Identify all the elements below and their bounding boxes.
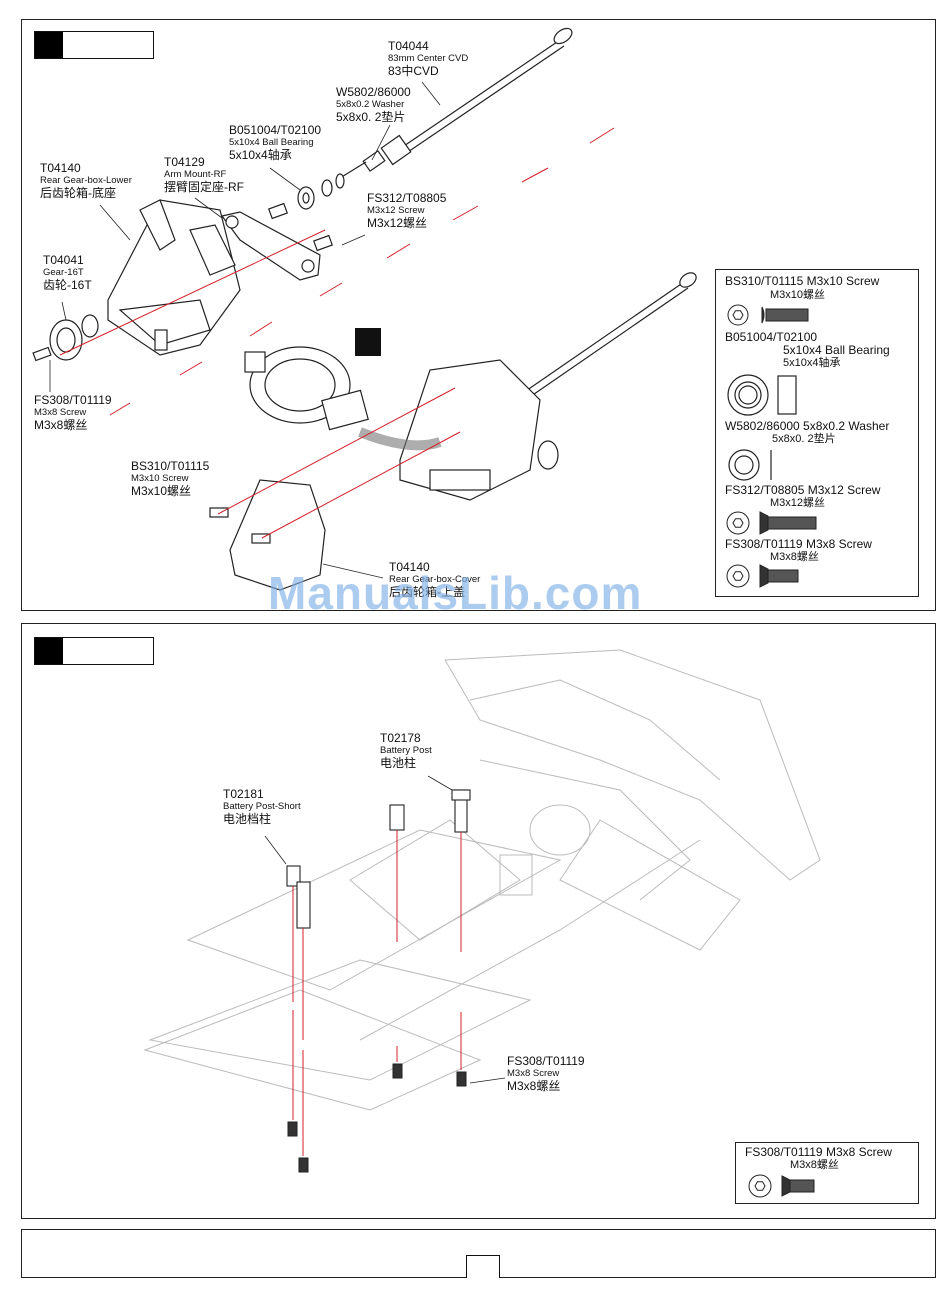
parts-b051004-cn: 5x10x4轴承 xyxy=(783,357,841,369)
screw-m3x10-code: BS310/T01115 xyxy=(131,459,210,473)
label-screw-m3x12: FS312/T08805 M3x12 Screw M3x12螺丝 xyxy=(367,191,447,231)
step2-screw-m3x8-desc: M3x8 Screw xyxy=(507,1067,560,1079)
screw-illustrations xyxy=(287,1063,467,1173)
chassis-outline-faded xyxy=(143,649,821,1111)
step2-parts-icons xyxy=(748,1174,815,1198)
gearbox-cover-desc: Rear Gear-box-Cover xyxy=(389,573,481,585)
label-arm-mount: T04129 Arm Mount-RF 摆臂固定座-RF xyxy=(164,155,244,195)
washer-cn: 5x8x0. 2垫片 xyxy=(336,109,406,124)
parts-b051004-desc: 5x10x4 Ball Bearing xyxy=(783,343,890,357)
gear-code: T04041 xyxy=(43,253,84,267)
battery-post-cn: 电池柱 xyxy=(380,755,417,770)
bearing-icon xyxy=(727,374,797,416)
washer-bearing-illustration xyxy=(268,173,345,252)
step-2-leader-lines xyxy=(264,775,506,1084)
gearbox-lower-desc: Rear Gear-box-Lower xyxy=(40,174,132,186)
m3x10-screw-icon xyxy=(727,304,809,326)
screw-m3x8-code: FS308/T01119 xyxy=(34,393,112,407)
assembled-gearbox-illustration xyxy=(399,272,697,501)
battery-post-illustrations xyxy=(286,789,471,929)
bearing-cn: 5x10x4轴承 xyxy=(229,147,292,162)
guide-lines xyxy=(59,127,615,539)
gear-cn: 齿轮-16T xyxy=(43,277,92,292)
label-gearbox-cover: T04140 Rear Gear-box-Cover 后齿轮箱-上盖 xyxy=(389,560,481,600)
arm-mount-illustration xyxy=(220,211,321,281)
step-2-panel xyxy=(21,623,936,1219)
gearbox-lower-code: T04140 xyxy=(40,161,81,175)
label-gearbox-lower: T04140 Rear Gear-box-Lower 后齿轮箱-底座 xyxy=(40,161,132,201)
parts-fs312-cn: M3x12螺丝 xyxy=(770,497,826,509)
leader-lines xyxy=(49,81,441,579)
center-cvd-cn: 83中CVD xyxy=(388,63,439,78)
screw-m3x12-cn: M3x12螺丝 xyxy=(367,215,428,230)
label-step2-screw-m3x8: FS308/T01119 M3x8 Screw M3x8螺丝 xyxy=(507,1054,585,1094)
label-center-cvd: T04044 83mm Center CVD 83中CVD xyxy=(388,39,469,79)
battery-post-short-code: T02181 xyxy=(223,787,264,801)
screw-m3x10-cn: M3x10螺丝 xyxy=(131,483,192,498)
screw-m3x12-desc: M3x12 Screw xyxy=(367,204,425,216)
arm-mount-code: T04129 xyxy=(164,155,205,169)
screw-m3x8-desc: M3x8 Screw xyxy=(34,406,87,418)
gearbox-cover-illustration xyxy=(209,479,326,591)
step-2-parts-box: FS308/T01119 M3x8 Screw M3x8螺丝 xyxy=(735,1142,919,1204)
step-1-number-box xyxy=(34,31,154,59)
label-battery-post-short: T02181 Battery Post-Short 电池档柱 xyxy=(223,787,301,827)
label-screw-m3x8: FS308/T01119 M3x8 Screw M3x8螺丝 xyxy=(34,393,112,433)
parts-bs310-title: BS310/T01115 M3x10 Screw xyxy=(725,274,880,288)
center-cvd-illustration xyxy=(339,27,573,179)
glue-icon xyxy=(355,328,381,356)
gearbox-cover-cn: 后齿轮箱-上盖 xyxy=(389,584,465,599)
label-battery-post: T02178 Battery Post 电池柱 xyxy=(380,731,432,771)
parts-fs308-title: FS308/T01119 M3x8 Screw xyxy=(725,537,872,551)
m3x8-screw-icon xyxy=(748,1174,815,1198)
label-gear: T04041 Gear-16T 齿轮-16T xyxy=(43,253,92,293)
label-washer: W5802/86000 5x8x0.2 Washer 5x8x0. 2垫片 xyxy=(336,85,411,125)
bearing-desc: 5x10x4 Ball Bearing xyxy=(229,136,314,148)
m3x12-screw-icon xyxy=(726,511,817,535)
washer-desc: 5x8x0.2 Washer xyxy=(336,98,405,110)
arm-mount-cn: 摆臂固定座-RF xyxy=(164,179,244,194)
parts-fs312-title: FS312/T08805 M3x12 Screw xyxy=(725,483,881,497)
parts-w5802-cn: 5x8x0. 2垫片 xyxy=(772,433,836,445)
m3x8-screw-icon xyxy=(726,564,799,588)
label-bearing: B051004/T02100 5x10x4 Ball Bearing 5x10x… xyxy=(229,123,322,163)
battery-post-desc: Battery Post xyxy=(380,744,432,756)
washer-icon xyxy=(728,449,772,481)
step2-screw-m3x8-cn: M3x8螺丝 xyxy=(507,1078,561,1093)
page-number-tab xyxy=(466,1255,500,1278)
step2-parts-fs308-cn: M3x8螺丝 xyxy=(790,1159,839,1171)
parts-w5802-title: W5802/86000 5x8x0.2 Washer xyxy=(725,419,890,433)
label-screw-m3x10: BS310/T01115 M3x10 Screw M3x10螺丝 xyxy=(131,459,210,499)
screw-m3x12-code: FS312/T08805 xyxy=(367,191,447,205)
step-1-parts-box: BS310/T01115 M3x10 Screw M3x10螺丝 xyxy=(715,269,919,597)
screw-m3x10-desc: M3x10 Screw xyxy=(131,472,189,484)
step2-screw-m3x8-code: FS308/T01119 xyxy=(507,1054,585,1068)
parts-b051004-title: B051004/T02100 xyxy=(725,330,818,344)
gear-desc: Gear-16T xyxy=(43,266,84,278)
step2-parts-fs308-title: FS308/T01119 M3x8 Screw xyxy=(745,1145,892,1159)
bearing-code: B051004/T02100 xyxy=(229,123,322,137)
center-cvd-desc: 83mm Center CVD xyxy=(388,52,469,64)
step-2-number-box xyxy=(34,637,154,665)
battery-post-short-cn: 电池档柱 xyxy=(223,811,272,826)
arm-mount-desc: Arm Mount-RF xyxy=(164,168,227,180)
washer-code: W5802/86000 xyxy=(336,85,411,99)
center-cvd-code: T04044 xyxy=(388,39,429,53)
gearbox-cover-code: T04140 xyxy=(389,560,430,574)
watermark: ManualsLib.com xyxy=(268,567,643,619)
parts-bs310-cn: M3x10螺丝 xyxy=(770,289,826,301)
parts-box-icons xyxy=(726,304,817,588)
step-2-guide-lines xyxy=(292,830,462,1156)
screw-m3x8-cn: M3x8螺丝 xyxy=(34,417,88,432)
differential-illustration xyxy=(244,346,369,431)
battery-post-short-desc: Battery Post-Short xyxy=(223,800,301,812)
parts-fs308-cn: M3x8螺丝 xyxy=(770,551,819,563)
assembly-arrow xyxy=(358,427,442,451)
gearbox-lower-cn: 后齿轮箱-底座 xyxy=(40,185,116,200)
battery-post-code: T02178 xyxy=(380,731,421,745)
